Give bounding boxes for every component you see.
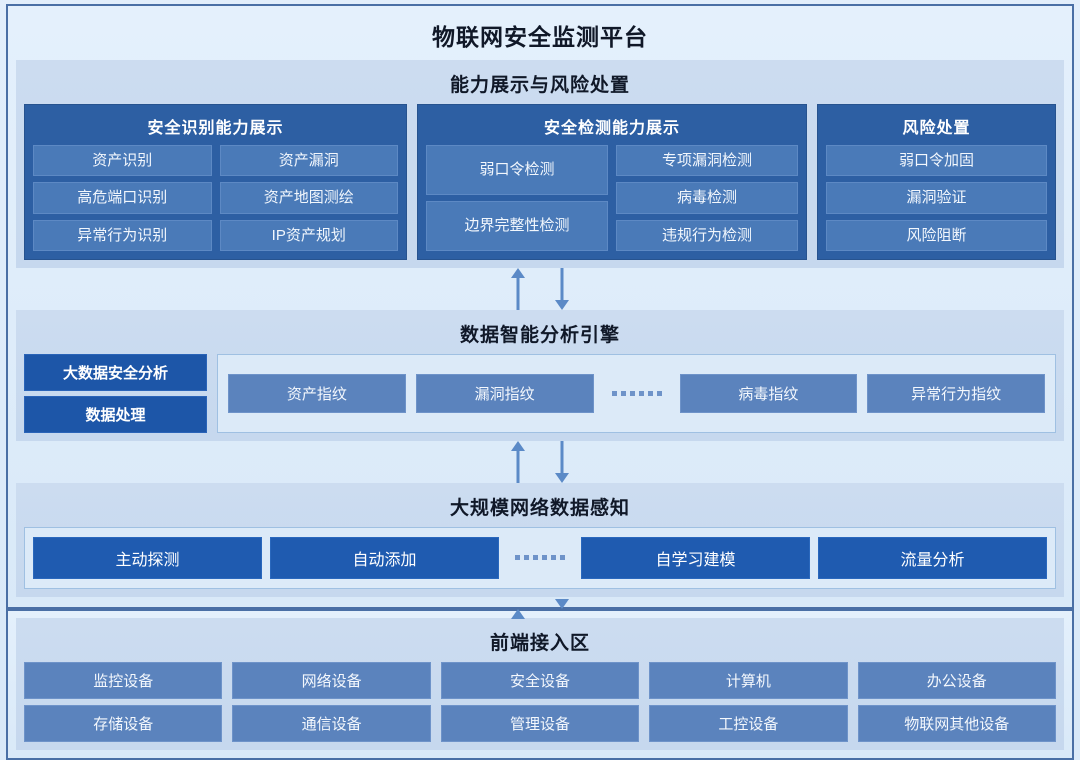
capability-item[interactable]: 病毒检测: [616, 182, 798, 214]
arrow-group-engine-perception: [16, 440, 1064, 483]
ellipsis-icon: [507, 555, 573, 561]
analysis-engine-body: 大数据安全分析 数据处理 资产指纹 漏洞指纹 病毒指纹 异常行为指纹: [24, 353, 1056, 433]
access-item[interactable]: 办公设备: [857, 661, 1056, 699]
capability-item[interactable]: 违规行为检测: [616, 219, 798, 251]
security-identification-panel: 安全识别能力展示 资产识别 资产漏洞 高危端口识别 资产地图测绘 异常行为识别 …: [24, 104, 407, 260]
capability-item[interactable]: 边界完整性检测: [426, 200, 608, 251]
perception-item[interactable]: 自学习建模: [581, 536, 810, 579]
detection-right-column: 专项漏洞检测 病毒检测 违规行为检测: [616, 145, 798, 251]
access-items-grid: 监控设备 网络设备 安全设备 计算机 办公设备 存储设备 通信设备 管理设备 工…: [24, 661, 1056, 742]
panel-items-grid: 资产识别 资产漏洞 高危端口识别 资产地图测绘 异常行为识别 IP资产规划: [33, 145, 398, 251]
fingerprint-item[interactable]: 漏洞指纹: [415, 373, 594, 413]
access-item[interactable]: 通信设备: [232, 704, 431, 742]
front-end-access-panel: 前端接入区 监控设备 网络设备 安全设备 计算机 办公设备 存储设备 通信设备 …: [6, 608, 1074, 760]
capability-item[interactable]: 资产地图测绘: [219, 182, 398, 214]
access-item[interactable]: 管理设备: [440, 704, 640, 742]
security-detection-panel: 安全检测能力展示 弱口令检测 边界完整性检测 专项漏洞检测 病毒检测 违规行为检…: [417, 104, 807, 260]
access-item[interactable]: 存储设备: [24, 704, 223, 742]
main-architecture-panel: 物联网安全监测平台 能力展示与风险处置 安全识别能力展示 资产识别 资产漏洞 高…: [6, 4, 1074, 609]
access-item[interactable]: 监控设备: [24, 661, 223, 699]
perception-item[interactable]: 自动添加: [270, 536, 499, 579]
capability-item[interactable]: 专项漏洞检测: [616, 145, 798, 177]
detection-left-column: 弱口令检测 边界完整性检测: [426, 145, 608, 251]
panel-items-columns: 弱口令检测 边界完整性检测 专项漏洞检测 病毒检测 违规行为检测: [426, 145, 798, 251]
fingerprint-item[interactable]: 资产指纹: [228, 373, 406, 413]
fingerprint-item[interactable]: 病毒指纹: [679, 373, 858, 413]
access-section-title: 前端接入区: [489, 632, 590, 654]
access-item[interactable]: 物联网其他设备: [857, 704, 1056, 742]
arrow-down-icon: [555, 267, 569, 310]
capability-item[interactable]: 漏洞验证: [826, 182, 1047, 214]
arrow-down-icon: [555, 440, 569, 483]
analysis-engine-section: 数据智能分析引擎 大数据安全分析 数据处理 资产指纹 漏洞指纹 病毒指纹 异常行…: [16, 309, 1064, 441]
access-item[interactable]: 网络设备: [232, 661, 431, 699]
access-item[interactable]: 安全设备: [440, 661, 640, 699]
risk-disposal-panel: 风险处置 弱口令加固 漏洞验证 风险阻断: [817, 104, 1056, 260]
perception-item[interactable]: 主动探测: [33, 536, 262, 579]
capability-panel-row: 安全识别能力展示 资产识别 资产漏洞 高危端口识别 资产地图测绘 异常行为识别 …: [24, 104, 1056, 260]
panel-items-stack: 弱口令加固 漏洞验证 风险阻断: [826, 145, 1047, 251]
panel-title: 安全检测能力展示: [543, 120, 680, 137]
arrow-group-capability-engine: [16, 267, 1064, 310]
capability-item[interactable]: 风险阻断: [826, 219, 1047, 251]
ellipsis-icon: [604, 390, 670, 396]
access-item[interactable]: 工控设备: [649, 704, 848, 742]
capability-item[interactable]: 高危端口识别: [33, 182, 212, 214]
panel-title: 安全识别能力展示: [147, 120, 284, 137]
access-section: 前端接入区 监控设备 网络设备 安全设备 计算机 办公设备 存储设备 通信设备 …: [16, 617, 1064, 750]
capability-section: 能力展示与风险处置 安全识别能力展示 资产识别 资产漏洞 高危端口识别 资产地图…: [16, 60, 1064, 268]
analysis-engine-title: 数据智能分析引擎: [459, 324, 620, 346]
perception-item[interactable]: 流量分析: [818, 536, 1047, 579]
capability-item[interactable]: IP资产规划: [219, 219, 398, 251]
capability-item[interactable]: 异常行为识别: [33, 219, 212, 251]
capability-section-title: 能力展示与风险处置: [449, 75, 630, 96]
perception-container: 主动探测 自动添加 自学习建模 流量分析: [24, 526, 1056, 589]
access-item[interactable]: 计算机: [649, 661, 848, 699]
engine-tag[interactable]: 数据处理: [24, 395, 207, 433]
capability-item[interactable]: 弱口令检测: [426, 145, 608, 195]
page-title: 物联网安全监测平台: [432, 24, 648, 50]
engine-tag[interactable]: 大数据安全分析: [24, 353, 207, 391]
fingerprint-container: 资产指纹 漏洞指纹 病毒指纹 异常行为指纹: [217, 353, 1056, 433]
data-perception-title: 大规模网络数据感知: [449, 497, 630, 519]
capability-item[interactable]: 弱口令加固: [826, 145, 1047, 177]
fingerprint-item[interactable]: 异常行为指纹: [867, 373, 1045, 413]
data-perception-section: 大规模网络数据感知 主动探测 自动添加 自学习建模 流量分析: [16, 482, 1064, 597]
capability-item[interactable]: 资产识别: [33, 145, 212, 177]
analysis-engine-tags: 大数据安全分析 数据处理: [24, 353, 207, 433]
arrow-up-icon: [511, 440, 525, 483]
capability-item[interactable]: 资产漏洞: [219, 145, 398, 177]
arrow-up-icon: [511, 267, 525, 310]
panel-title: 风险处置: [902, 120, 971, 137]
